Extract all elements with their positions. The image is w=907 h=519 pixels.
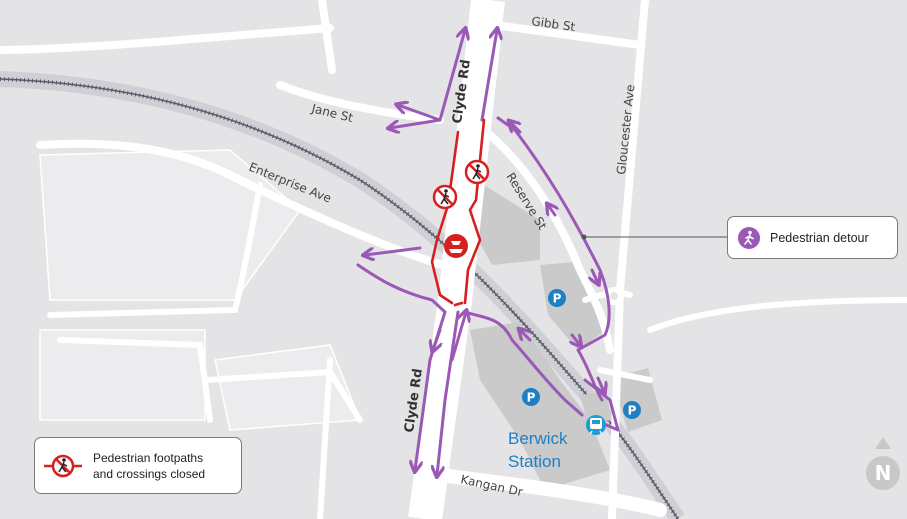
north-arrow-icon: N (866, 437, 900, 490)
buildings (470, 180, 662, 490)
parking-icon: P (548, 289, 566, 307)
roadworks-icon (444, 234, 468, 258)
svg-text:P: P (527, 391, 536, 405)
legend-closed-footpaths: Pedestrian footpaths and crossings close… (34, 437, 242, 494)
station-label-line2: Station (508, 452, 561, 471)
pedestrian-detour-routes (356, 30, 620, 475)
legend-pedestrian-detour: Pedestrian detour (727, 216, 898, 259)
north-label: N (875, 461, 892, 485)
legend-closed-label: Pedestrian footpaths and crossings close… (93, 450, 206, 481)
svg-text:P: P (628, 404, 637, 418)
road-label-gibb-st: Gibb St (531, 14, 577, 34)
pedestrian-walking-icon (738, 226, 760, 249)
rail-track (0, 78, 679, 519)
station-label-line1: Berwick (508, 429, 568, 448)
parking-icon: P (522, 388, 540, 406)
pedestrian-prohibited-icon (464, 159, 490, 185)
pedestrian-prohibited-icon (44, 454, 82, 477)
pedestrian-prohibited-icon (432, 184, 458, 210)
train-station-icon (586, 415, 606, 435)
parking-icon: P (623, 401, 641, 419)
legend-detour-label: Pedestrian detour (770, 230, 869, 245)
land-parcels (39, 149, 362, 431)
svg-text:P: P (553, 292, 562, 306)
